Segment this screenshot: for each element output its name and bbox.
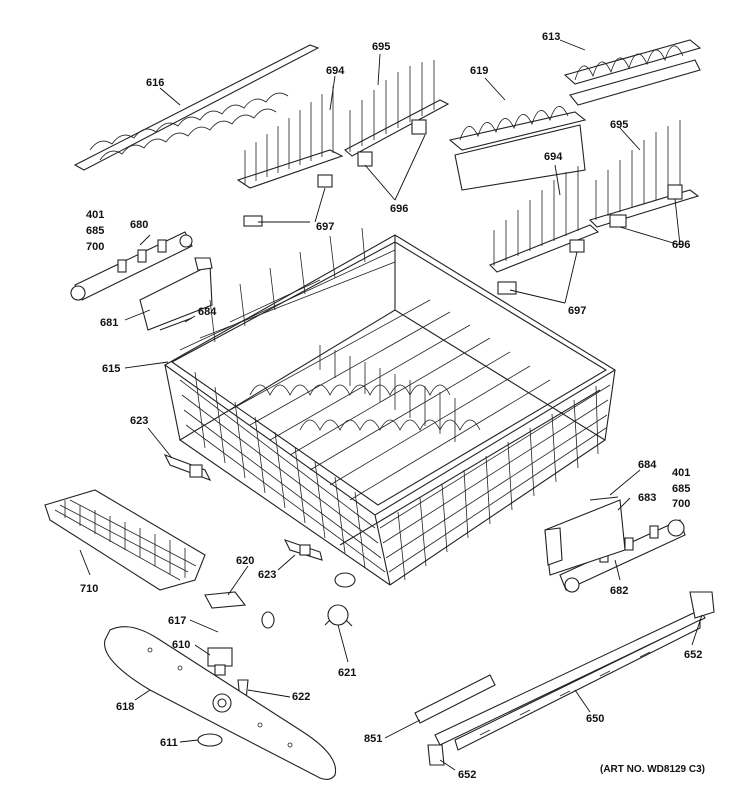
label-694: 694 xyxy=(326,65,345,77)
label-851: 851 xyxy=(364,733,382,745)
label-684: 684 xyxy=(198,306,217,318)
label-695: 695 xyxy=(372,41,390,53)
label-710: 710 xyxy=(80,583,98,595)
label-622: 622 xyxy=(292,691,310,703)
label-619: 619 xyxy=(470,65,488,77)
label-620: 620 xyxy=(236,555,254,567)
part-695-tine-row-upper xyxy=(344,60,450,157)
label-650: 650 xyxy=(586,713,604,725)
part-623-clip-right xyxy=(283,539,323,561)
part-650-rack-slide xyxy=(434,609,706,751)
label-613: 613 xyxy=(542,31,560,43)
label-621: 621 xyxy=(338,667,356,679)
label-681: 681 xyxy=(100,317,118,329)
part-694-tine-row-upper xyxy=(236,86,344,189)
label-694: 694 xyxy=(544,151,563,163)
art-number: (ART NO. WD8129 C3) xyxy=(600,764,705,775)
part-696-clip-upper xyxy=(357,119,427,167)
label-617: 617 xyxy=(168,615,186,627)
part-616-rack-shelf xyxy=(73,44,320,171)
part-619-cup-shelf xyxy=(448,106,587,191)
label-611: 611 xyxy=(160,737,178,749)
part-680-rack-adjuster xyxy=(70,231,193,301)
part-683-bracket xyxy=(544,499,626,576)
part-610-manifold xyxy=(207,647,233,676)
part-684-screw-left xyxy=(159,317,193,331)
part-851-rail-stop xyxy=(414,674,496,724)
label-684: 684 xyxy=(638,459,657,471)
label-685: 685 xyxy=(672,483,690,495)
label-652: 652 xyxy=(684,649,702,661)
label-401: 401 xyxy=(672,467,690,479)
label-700: 700 xyxy=(672,498,690,510)
part-618-spray-arm xyxy=(104,626,337,781)
part-681-bracket xyxy=(139,257,213,331)
part-697-clip-lower xyxy=(497,239,585,295)
part-617-feed-tube xyxy=(213,572,356,637)
label-695: 695 xyxy=(610,119,628,131)
part-695-tine-row-lower xyxy=(588,120,700,228)
part-694-tine-row-lower xyxy=(489,166,600,273)
label-696: 696 xyxy=(672,239,690,251)
part-621-clamp xyxy=(324,604,353,627)
part-613-cup-shelf xyxy=(563,39,702,106)
label-616: 616 xyxy=(146,77,164,89)
label-623: 623 xyxy=(258,569,276,581)
part-623-clip-left xyxy=(163,453,212,482)
part-615-upper-rack xyxy=(163,227,617,586)
label-401: 401 xyxy=(86,209,104,221)
label-610: 610 xyxy=(172,639,190,651)
label-652: 652 xyxy=(458,769,476,781)
part-611-ring xyxy=(197,733,223,747)
part-696-clip-lower xyxy=(609,184,683,228)
part-652-stop-upper xyxy=(689,591,715,619)
label-683: 683 xyxy=(638,492,656,504)
label-682: 682 xyxy=(610,585,628,597)
label-697: 697 xyxy=(568,305,586,317)
label-696: 696 xyxy=(390,203,408,215)
label-685: 685 xyxy=(86,225,104,237)
part-620-water-inlet xyxy=(204,591,247,609)
label-623: 623 xyxy=(130,415,148,427)
part-684-screw-right xyxy=(589,496,619,501)
label-618: 618 xyxy=(116,701,134,713)
part-710-silverware-basket xyxy=(44,489,206,591)
label-680: 680 xyxy=(130,219,148,231)
label-615: 615 xyxy=(102,363,120,375)
part-labels: 616 695 694 619 613 695 694 697 696 401 … xyxy=(80,31,705,781)
part-697-clip-upper xyxy=(243,174,333,227)
part-652-stop-lower xyxy=(427,744,445,766)
leader-lines xyxy=(79,39,703,771)
label-697: 697 xyxy=(316,221,334,233)
label-700: 700 xyxy=(86,241,104,253)
part-682-rack-adjuster xyxy=(559,519,686,593)
